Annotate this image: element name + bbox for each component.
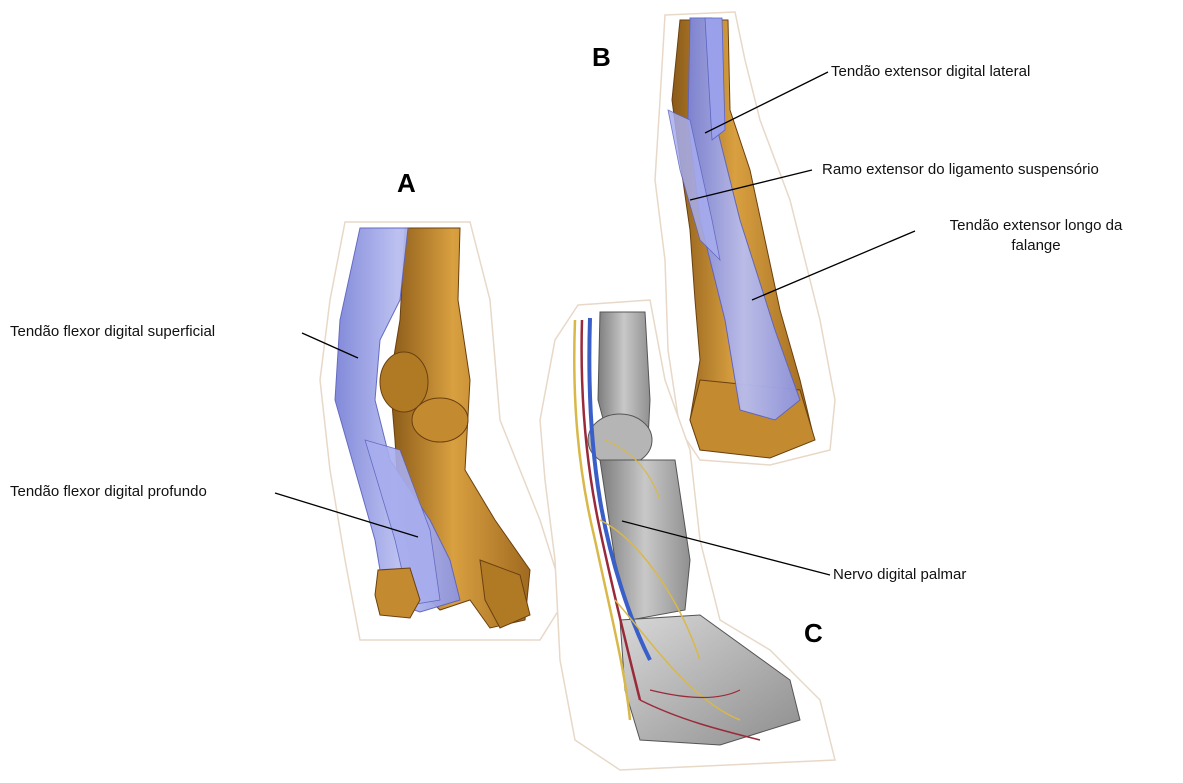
panel-c-fetlock: [588, 414, 652, 466]
panel-c-hoof: [620, 615, 800, 745]
panel-letter-c: C: [804, 618, 823, 649]
panel-letter-a: A: [397, 168, 416, 199]
panel-letter-b: B: [592, 42, 611, 73]
panel-a-illustration: [320, 222, 565, 640]
panel-b-illustration: [655, 12, 835, 465]
label-long-extensor: Tendão extensor longo da falange: [916, 216, 1156, 256]
panel-a-sesamoid: [380, 352, 428, 412]
label-suspensory-branch: Ramo extensor do ligamento suspensório: [822, 160, 1099, 180]
label-palmar-nerve: Nervo digital palmar: [833, 565, 966, 585]
label-long-extensor-line2: falange: [916, 236, 1156, 256]
label-long-extensor-line1: Tendão extensor longo da: [916, 216, 1156, 236]
label-deep-flexor: Tendão flexor digital profundo: [10, 482, 207, 502]
label-superficial-flexor: Tendão flexor digital superficial: [10, 322, 215, 342]
label-lateral-extensor: Tendão extensor digital lateral: [831, 62, 1030, 82]
panel-a-joint: [412, 398, 468, 442]
